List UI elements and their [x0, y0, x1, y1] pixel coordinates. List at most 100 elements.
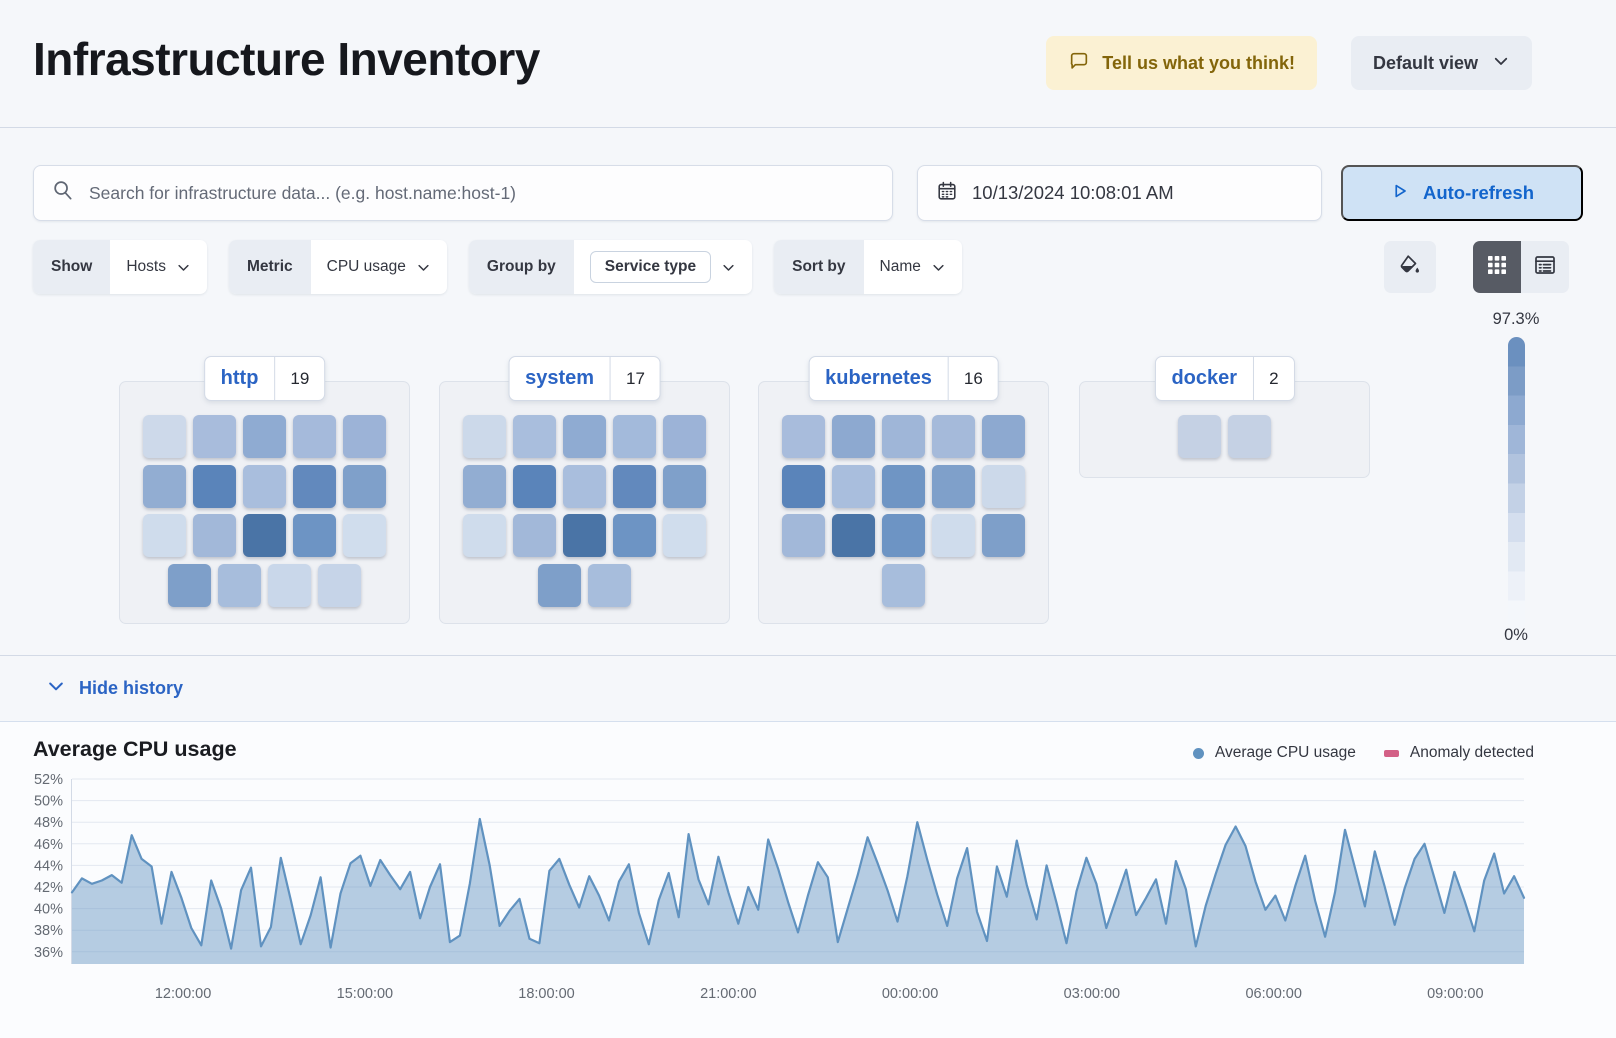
play-icon — [1390, 181, 1410, 206]
chevron-down-icon — [723, 264, 734, 271]
host-tile[interactable] — [1178, 415, 1221, 458]
host-tile[interactable] — [563, 415, 606, 458]
host-tile[interactable] — [143, 464, 186, 508]
host-tile[interactable] — [982, 514, 1025, 557]
host-tile[interactable] — [932, 415, 975, 458]
group-by-control[interactable]: Group by Service type — [468, 240, 753, 294]
svg-text:03:00:00: 03:00:00 — [1064, 986, 1120, 1002]
search-input[interactable] — [89, 182, 874, 204]
table-view-button[interactable] — [1521, 241, 1569, 293]
host-tile[interactable] — [782, 464, 825, 508]
host-tile[interactable] — [932, 464, 975, 508]
host-tile[interactable] — [243, 415, 286, 458]
sort-by-control[interactable]: Sort by Name — [774, 240, 962, 294]
host-tile[interactable] — [538, 563, 581, 607]
svg-text:12:00:00: 12:00:00 — [155, 986, 211, 1002]
host-tile[interactable] — [982, 464, 1025, 508]
group-by-label: Group by — [468, 240, 574, 294]
date-picker[interactable]: 10/13/2024 10:08:01 AM — [917, 165, 1322, 221]
auto-refresh-label: Auto-refresh — [1422, 182, 1534, 203]
feedback-button[interactable]: Tell us what you think! — [1046, 36, 1317, 90]
host-tile[interactable] — [832, 415, 875, 458]
paint-fill-icon — [1398, 253, 1422, 282]
host-tile[interactable] — [882, 563, 925, 607]
color-scale-legend: 97.3% 0% — [1456, 310, 1586, 655]
show-control[interactable]: Show Hosts — [33, 240, 207, 294]
host-tile[interactable] — [293, 415, 336, 458]
host-tile[interactable] — [782, 514, 825, 557]
host-tile[interactable] — [882, 415, 925, 458]
host-tile[interactable] — [663, 464, 706, 508]
host-tile[interactable] — [343, 415, 386, 458]
host-tile[interactable] — [513, 464, 556, 508]
host-tile[interactable] — [663, 514, 706, 557]
group-count: 17 — [626, 368, 645, 388]
legend-item-average-cpu[interactable]: Average CPU usage — [1192, 744, 1356, 762]
host-tile[interactable] — [193, 415, 236, 458]
host-tile[interactable] — [513, 415, 556, 458]
host-tile[interactable] — [343, 464, 386, 508]
svg-text:52%: 52% — [34, 772, 63, 788]
divider — [1253, 357, 1255, 400]
host-tile[interactable] — [268, 563, 311, 607]
metric-label: Metric — [228, 240, 311, 294]
host-tile[interactable] — [218, 563, 261, 607]
search-field[interactable] — [33, 165, 893, 221]
host-tile[interactable] — [243, 464, 286, 508]
host-tile[interactable] — [343, 514, 386, 557]
host-tile[interactable] — [563, 514, 606, 557]
metric-control[interactable]: Metric CPU usage — [228, 240, 447, 294]
page-title: Infrastructure Inventory — [33, 33, 540, 85]
host-tile[interactable] — [832, 464, 875, 508]
svg-text:50%: 50% — [34, 794, 63, 810]
group-name: http — [220, 367, 259, 389]
host-tile[interactable] — [193, 514, 236, 557]
host-tile[interactable] — [882, 464, 925, 508]
host-tile[interactable] — [463, 415, 506, 458]
history-toggle[interactable]: Hide history — [0, 655, 1616, 721]
view-dropdown-button[interactable]: Default view — [1350, 36, 1532, 90]
host-tile[interactable] — [293, 464, 336, 508]
host-tile[interactable] — [168, 563, 211, 607]
view-dropdown-label: Default view — [1372, 52, 1478, 73]
host-tile[interactable] — [613, 415, 656, 458]
filter-bar: Show Hosts Metric CPU usage Group by Ser… — [33, 240, 1583, 294]
host-tile[interactable] — [143, 415, 186, 458]
anomaly-swatch-icon — [1383, 749, 1399, 757]
host-tile[interactable] — [513, 514, 556, 557]
scale-min-label: 0% — [1504, 626, 1528, 644]
host-tile[interactable] — [932, 514, 975, 557]
host-tile[interactable] — [318, 563, 361, 607]
host-tile[interactable] — [243, 514, 286, 557]
host-tile[interactable] — [613, 464, 656, 508]
group-by-value[interactable]: Service type — [589, 251, 712, 283]
calendar-icon — [936, 180, 958, 207]
svg-text:00:00:00: 00:00:00 — [882, 986, 938, 1002]
host-tile[interactable] — [463, 514, 506, 557]
host-tile[interactable] — [832, 514, 875, 557]
host-tile[interactable] — [588, 563, 631, 607]
host-tile[interactable] — [782, 415, 825, 458]
host-tile[interactable] — [293, 514, 336, 557]
legend-item-anomaly[interactable]: Anomaly detected — [1383, 744, 1534, 762]
show-value: Hosts — [126, 258, 166, 275]
host-tile[interactable] — [1228, 415, 1271, 458]
host-tile[interactable] — [563, 464, 606, 508]
scale-max-label: 97.3% — [1492, 310, 1540, 328]
host-tile[interactable] — [882, 514, 925, 557]
host-tile[interactable] — [143, 514, 186, 557]
grid-view-button[interactable] — [1473, 241, 1521, 293]
host-tile[interactable] — [463, 464, 506, 508]
auto-refresh-button[interactable]: Auto-refresh — [1341, 165, 1583, 221]
host-tile[interactable] — [613, 514, 656, 557]
host-tile[interactable] — [193, 464, 236, 508]
color-palette-button[interactable] — [1384, 241, 1436, 293]
sort-by-label: Sort by — [774, 240, 864, 294]
host-tile[interactable] — [663, 415, 706, 458]
host-tile[interactable] — [982, 415, 1025, 458]
view-mode-toggle — [1473, 241, 1569, 293]
